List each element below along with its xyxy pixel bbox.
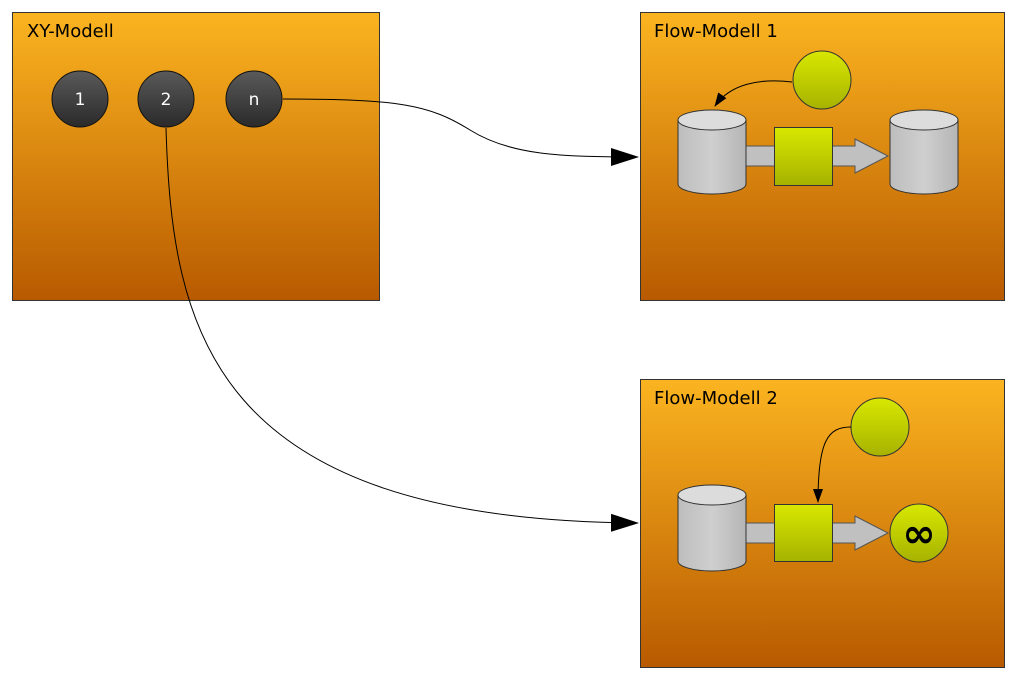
xy-node-2[interactable]: 2 <box>137 70 195 128</box>
flow-1-source-storage[interactable] <box>677 109 747 195</box>
xy-node-2-label: 2 <box>161 90 172 110</box>
flow-model-2-title: Flow-Modell 2 <box>654 388 778 409</box>
xy-model-box[interactable]: XY-Modell 1 2 n <box>12 12 380 301</box>
xy-model-title: XY-Modell <box>27 21 114 42</box>
flow-1-sink-storage-top <box>889 109 959 131</box>
xy-node-n[interactable]: n <box>225 70 283 128</box>
xy-node-n-label: n <box>249 90 260 110</box>
flow-2-infinity-sink[interactable]: ∞ <box>889 503 949 563</box>
edge-node-2-to-flow-2[interactable] <box>165 127 639 532</box>
flow-2-process-block[interactable] <box>774 504 833 562</box>
flow-1-sink-storage-body <box>889 120 959 195</box>
flow-2-control-circle[interactable] <box>850 397 910 457</box>
flow-2-infinity-circle <box>889 503 949 563</box>
flow-1-control-circle[interactable] <box>792 50 852 110</box>
infinity-icon: ∞ <box>902 511 935 557</box>
flow-model-2-box[interactable]: Flow-Modell 2 ∞ <box>640 379 1005 668</box>
flow-1-sink-storage[interactable] <box>889 109 959 195</box>
flow-model-1-title: Flow-Modell 1 <box>654 21 778 42</box>
flow-1-source-storage-body <box>677 120 747 195</box>
flow-2-control-edge <box>813 426 852 503</box>
xy-node-1[interactable]: 1 <box>51 70 109 128</box>
xy-model-background <box>12 12 380 301</box>
xy-node-n-circle <box>225 70 283 128</box>
edge-node-n-to-flow-1[interactable] <box>282 98 639 166</box>
xy-node-2-circle <box>137 70 195 128</box>
flow-2-source-storage-body <box>677 495 747 572</box>
flow-1-source-storage-top <box>677 109 747 131</box>
xy-node-1-circle <box>51 70 109 128</box>
flow-1-process-block[interactable] <box>774 127 833 186</box>
flow-model-1-box[interactable]: Flow-Modell 1 <box>640 12 1005 301</box>
flow-1-control-edge <box>714 80 793 107</box>
flow-2-source-storage-top <box>677 484 747 506</box>
xy-node-1-label: 1 <box>75 90 86 110</box>
flow-2-source-storage[interactable] <box>677 484 747 572</box>
